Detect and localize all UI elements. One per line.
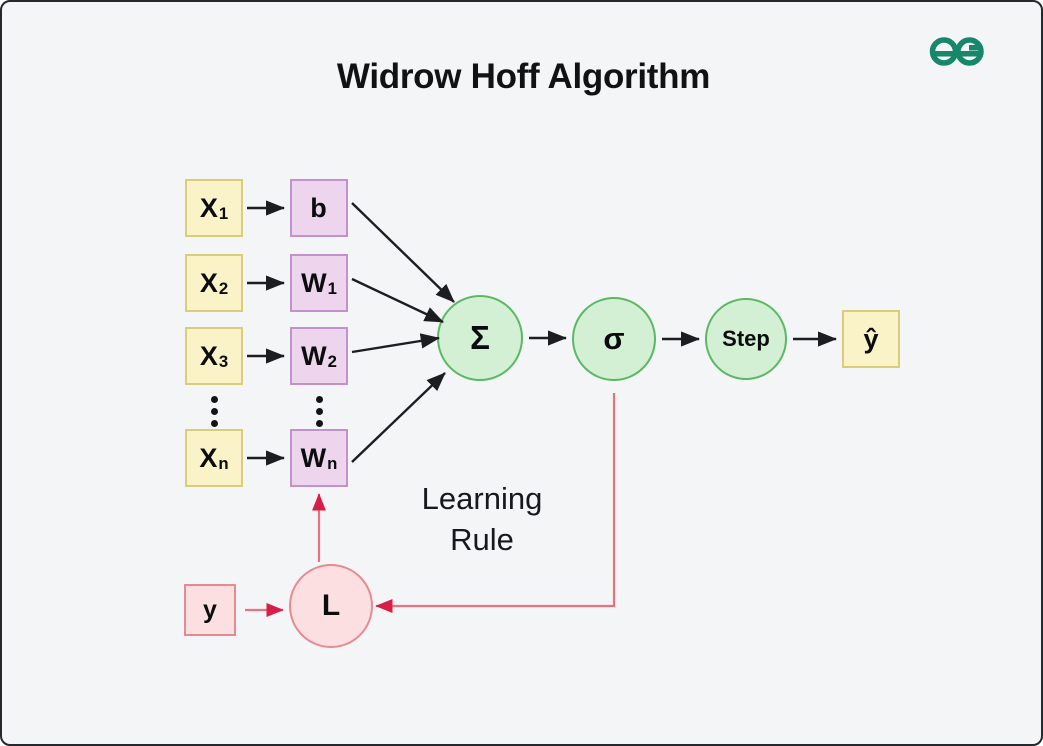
weight-node-wn: Wn [290, 429, 348, 487]
summation-node: Σ [437, 295, 523, 381]
input-node-x1-label: X1 [199, 192, 229, 223]
step-node-label: Step [722, 326, 770, 351]
input-node-x2: X2 [185, 254, 243, 312]
arrow-wn-to-sum [351, 372, 446, 463]
weight-node-w1-label: W1 [301, 267, 337, 298]
page-title: Widrow Hoff Algorithm [336, 57, 711, 96]
summation-node-label: Σ [470, 319, 490, 356]
weight-node-w2-label: W2 [301, 340, 337, 371]
arrow-b-to-sum [351, 202, 455, 303]
input-node-xn: Xn [185, 429, 243, 487]
step-node: Step [705, 298, 787, 380]
input-node-xn-label: Xn [199, 442, 229, 473]
learning-node-l: L [289, 564, 373, 648]
input-node-x1: X1 [185, 179, 243, 237]
input-node-x3: X3 [185, 327, 243, 385]
weight-ellipsis-icon [309, 396, 329, 427]
geeksforgeeks-logo [925, 32, 1000, 76]
learning-rule-line2: Rule [450, 521, 514, 557]
weight-node-w2: W2 [290, 327, 348, 385]
output-node-yhat-label: ŷ [863, 323, 879, 354]
arrow-w2-to-sum [351, 333, 440, 354]
input-node-x3-label: X3 [199, 340, 229, 371]
activation-node-label: σ [603, 321, 625, 356]
weight-node-wn-label: Wn [300, 442, 338, 473]
activation-node: σ [572, 297, 656, 381]
output-node-yhat: ŷ [842, 310, 900, 368]
learning-rule-caption: Learning Rule [382, 479, 582, 561]
weight-node-bias-label: b [310, 192, 327, 223]
weight-node-w1: W1 [290, 254, 348, 312]
learning-rule-line1: Learning [421, 481, 543, 516]
weight-node-bias: b [290, 179, 348, 237]
input-ellipsis-icon [204, 396, 224, 427]
target-node-y-label: y [203, 595, 217, 624]
arrow-w1-to-sum [351, 277, 444, 324]
target-node-y: y [184, 584, 236, 636]
input-node-x2-label: X2 [199, 267, 229, 298]
learning-node-l-label: L [321, 589, 341, 622]
input-to-weight-arrows [247, 200, 285, 466]
